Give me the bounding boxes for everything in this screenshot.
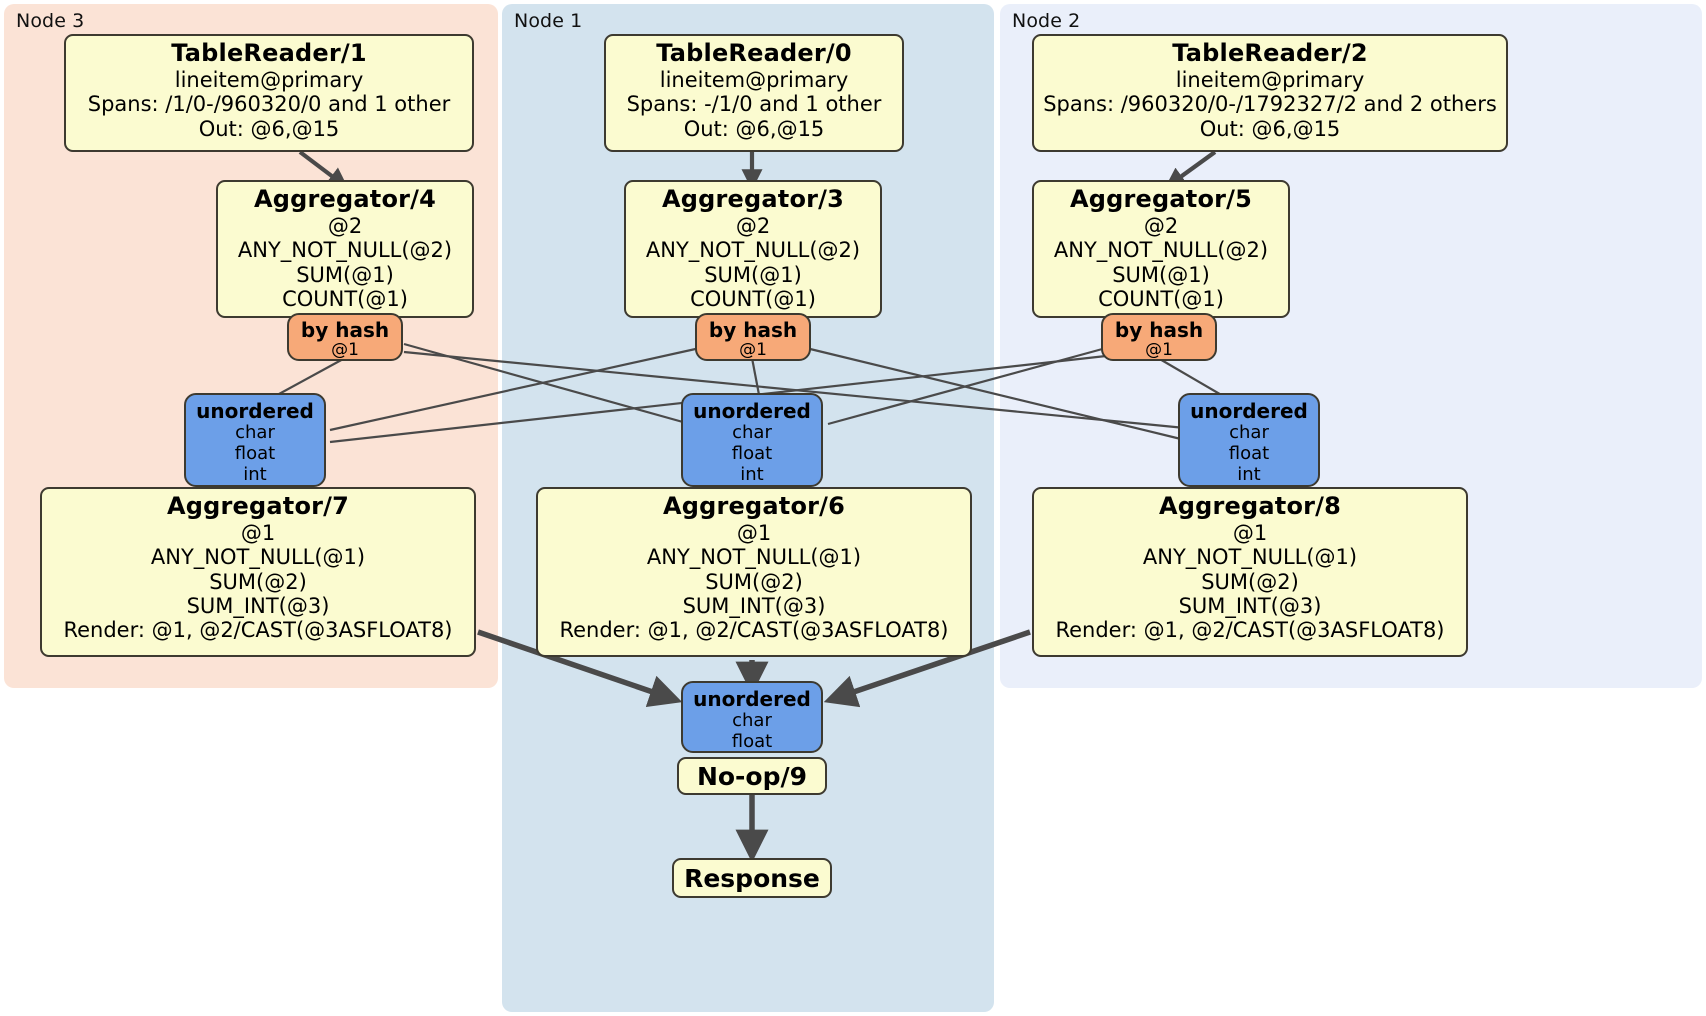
sync-type: float [731, 443, 773, 465]
processor-title: Aggregator/3 [661, 185, 845, 213]
processor-line: ANY_NOT_NULL(@2) [237, 238, 453, 263]
processor-title: Aggregator/5 [1069, 185, 1253, 213]
processor-title: Aggregator/7 [166, 492, 350, 520]
processor-line: Spans: /960320/0-/1792327/2 and 2 others [1043, 92, 1497, 117]
sync-type: char [732, 422, 772, 444]
processor-line: SUM_INT(@3) [1178, 593, 1322, 618]
processor-line: COUNT(@1) [690, 286, 816, 311]
processor-line: Render: @1, @2/CAST(@3ASFLOAT8) [63, 618, 453, 643]
sync-type: float [731, 731, 773, 753]
processor-line: SUM(@2) [705, 569, 803, 594]
router-detail: @1 [739, 340, 767, 361]
processor-line: @2 [327, 213, 363, 238]
processor-aggregator-6[interactable]: Aggregator/6 @1 ANY_NOT_NULL(@1) SUM(@2)… [536, 487, 972, 657]
processor-title: TableReader/2 [1172, 39, 1368, 67]
processor-title: Aggregator/6 [662, 492, 846, 520]
processor-line: Out: @6,@15 [198, 116, 340, 141]
router-by-hash-node1[interactable]: by hash @1 [695, 313, 811, 361]
processor-title: TableReader/1 [171, 39, 367, 67]
sync-type: float [234, 443, 276, 465]
processor-line: ANY_NOT_NULL(@1) [646, 545, 862, 570]
processor-aggregator-3[interactable]: Aggregator/3 @2 ANY_NOT_NULL(@2) SUM(@1)… [624, 180, 882, 318]
processor-line: @1 [1232, 520, 1268, 545]
router-title: by hash [1114, 318, 1204, 342]
router-title: by hash [708, 318, 798, 342]
sync-title: unordered [196, 399, 314, 423]
processor-line: @2 [1143, 213, 1179, 238]
router-detail: @1 [331, 340, 359, 361]
sync-type: char [235, 422, 275, 444]
router-detail: @1 [1145, 340, 1173, 361]
processor-title: Aggregator/8 [1158, 492, 1342, 520]
processor-line: SUM_INT(@3) [186, 593, 330, 618]
sync-type: char [1229, 422, 1269, 444]
processor-aggregator-4[interactable]: Aggregator/4 @2 ANY_NOT_NULL(@2) SUM(@1)… [216, 180, 474, 318]
processor-table-reader-2[interactable]: TableReader/2 lineitem@primary Spans: /9… [1032, 34, 1508, 152]
processor-line: SUM(@1) [704, 262, 802, 287]
processor-line: SUM_INT(@3) [682, 593, 826, 618]
sync-unordered-final[interactable]: unordered char float [681, 681, 823, 753]
processor-aggregator-7[interactable]: Aggregator/7 @1 ANY_NOT_NULL(@1) SUM(@2)… [40, 487, 476, 657]
processor-line: SUM(@2) [1201, 569, 1299, 594]
processor-title: Aggregator/4 [253, 185, 437, 213]
sync-type: float [1228, 443, 1270, 465]
sync-title: unordered [693, 399, 811, 423]
processor-line: @2 [735, 213, 771, 238]
processor-aggregator-8[interactable]: Aggregator/8 @1 ANY_NOT_NULL(@1) SUM(@2)… [1032, 487, 1468, 657]
sync-unordered-node1[interactable]: unordered char float int [681, 393, 823, 487]
sync-title: unordered [1190, 399, 1308, 423]
processor-line: SUM(@1) [1112, 262, 1210, 287]
sync-type: int [243, 463, 267, 485]
processor-line: Out: @6,@15 [683, 116, 825, 141]
processor-line: Render: @1, @2/CAST(@3ASFLOAT8) [559, 618, 949, 643]
processor-line: Spans: -/1/0 and 1 other [626, 92, 882, 117]
processor-title: Response [684, 863, 820, 893]
processor-table-reader-1[interactable]: TableReader/1 lineitem@primary Spans: /1… [64, 34, 474, 152]
router-by-hash-node2[interactable]: by hash @1 [1101, 313, 1217, 361]
router-by-hash-node3[interactable]: by hash @1 [287, 313, 403, 361]
processor-line: SUM(@1) [296, 262, 394, 287]
sync-type: int [1237, 463, 1261, 485]
node-panel-label-node2: Node 2 [1012, 10, 1081, 32]
processor-line: COUNT(@1) [282, 286, 408, 311]
processor-noop-9[interactable]: No-op/9 [677, 757, 827, 795]
processor-line: ANY_NOT_NULL(@1) [150, 545, 366, 570]
processor-title: TableReader/0 [656, 39, 852, 67]
router-title: by hash [300, 318, 390, 342]
processor-line: @1 [736, 520, 772, 545]
processor-line: ANY_NOT_NULL(@2) [645, 238, 861, 263]
node-panel-label-node3: Node 3 [16, 10, 85, 32]
processor-line: SUM(@2) [209, 569, 307, 594]
processor-line: ANY_NOT_NULL(@1) [1142, 545, 1358, 570]
processor-response[interactable]: Response [672, 858, 832, 898]
processor-line: Spans: /1/0-/960320/0 and 1 other [87, 92, 451, 117]
processor-line: lineitem@primary [659, 67, 849, 92]
sync-type: char [732, 710, 772, 732]
processor-line: ANY_NOT_NULL(@2) [1053, 238, 1269, 263]
processor-line: COUNT(@1) [1098, 286, 1224, 311]
processor-line: lineitem@primary [1175, 67, 1365, 92]
sync-unordered-node3[interactable]: unordered char float int [184, 393, 326, 487]
sync-type: int [740, 463, 764, 485]
processor-line: Out: @6,@15 [1199, 116, 1341, 141]
node-panel-label-node1: Node 1 [514, 10, 583, 32]
processor-line: lineitem@primary [174, 67, 364, 92]
sync-unordered-node2[interactable]: unordered char float int [1178, 393, 1320, 487]
processor-line: Render: @1, @2/CAST(@3ASFLOAT8) [1055, 618, 1445, 643]
processor-line: @1 [240, 520, 276, 545]
sync-title: unordered [693, 687, 811, 711]
processor-title: No-op/9 [696, 761, 808, 791]
processor-table-reader-0[interactable]: TableReader/0 lineitem@primary Spans: -/… [604, 34, 904, 152]
processor-aggregator-5[interactable]: Aggregator/5 @2 ANY_NOT_NULL(@2) SUM(@1)… [1032, 180, 1290, 318]
